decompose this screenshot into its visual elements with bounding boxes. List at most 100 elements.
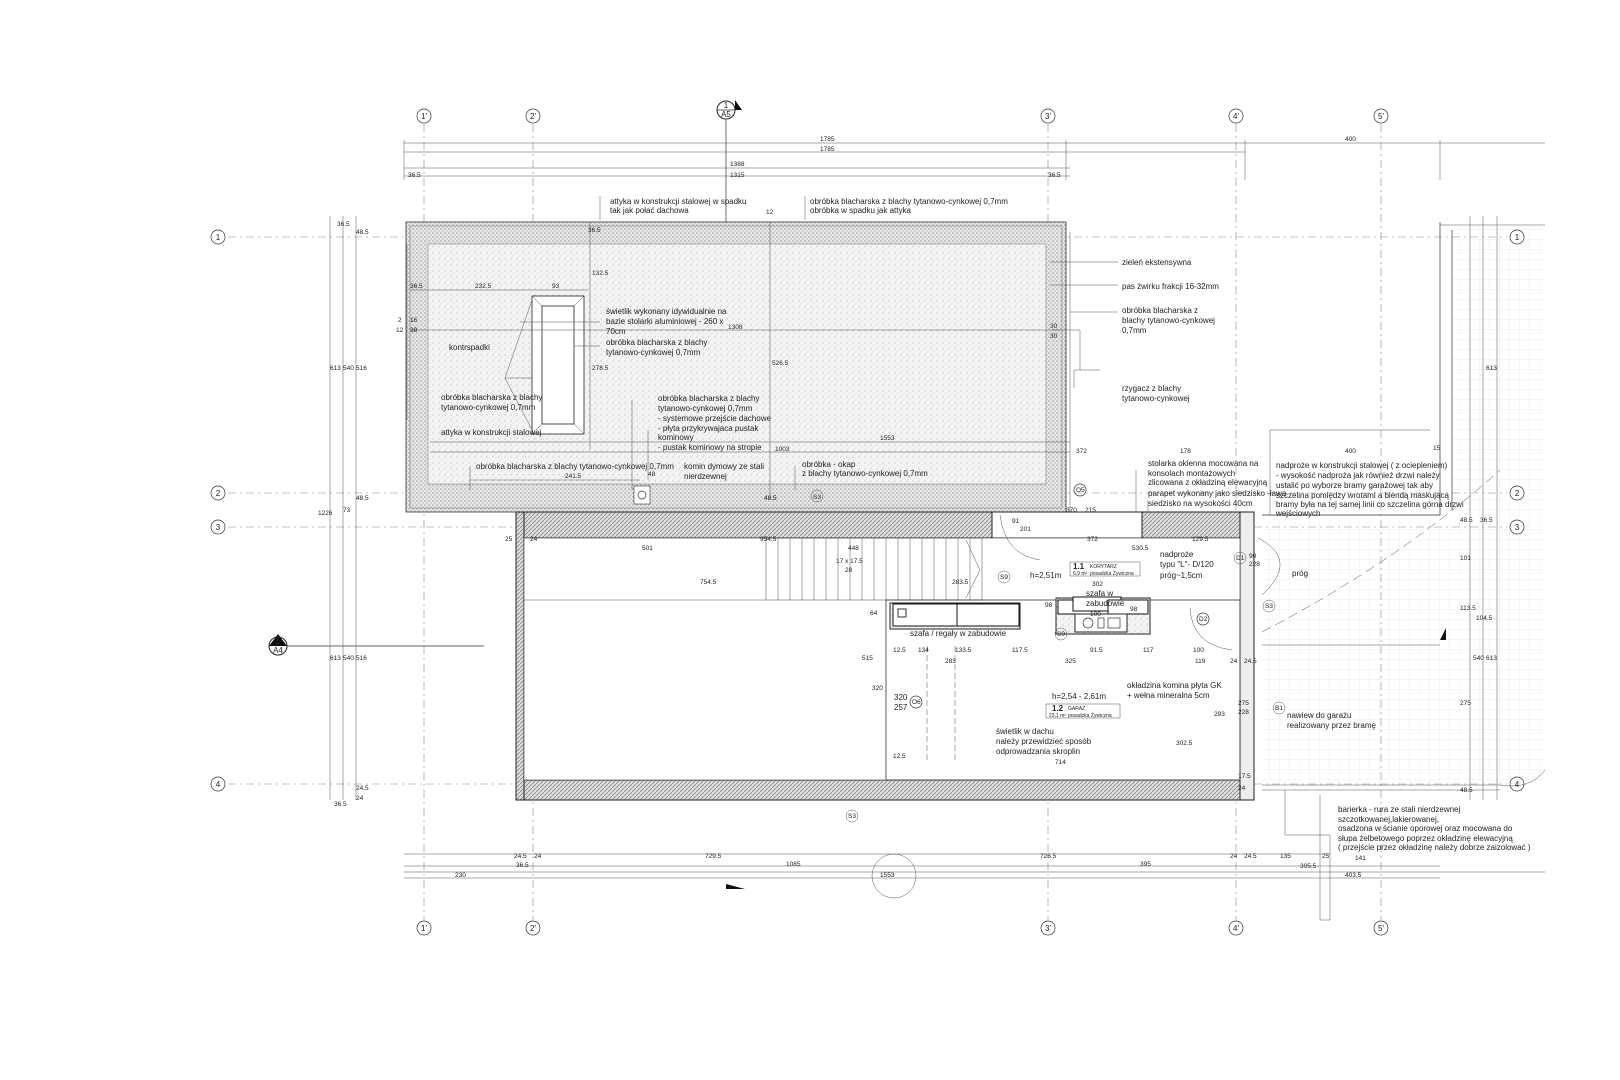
drawing-label: 24 [534,853,542,860]
axis-col-2-top: 2' [525,108,541,124]
drawing-label: h=2,51m [1030,571,1062,580]
drawing-label: 98 [1130,606,1138,613]
stairs [765,537,983,601]
drawing-label: 91.5 [1090,647,1103,654]
marker-circle [1509,519,1525,535]
axis-col-1-bottom: 1' [416,920,432,936]
drawing-label: 613 [330,655,341,662]
drawing-label: KORYTARZ [1090,564,1117,570]
drawing-stroke [735,100,742,110]
drawing-label: B1 [1275,705,1283,712]
room-label-korytarz[interactable]: h=2,51m 1.1 KORYTARZ 6,9 m² posadzka Żyw… [1030,561,1141,580]
drawing-label: 526.5 [772,360,789,367]
drawing-label: 1 [276,637,281,646]
marker-circle [1262,599,1276,613]
drawing-label: 320 [872,685,883,692]
drawing-label: 230 [455,872,466,879]
drawing-label: typu "L"- D/120 [1160,560,1214,569]
drawing-label: 372 [1087,536,1098,543]
marker-circle [810,489,824,503]
marker-circle [1196,612,1210,626]
drawing-label: 1 [724,101,729,110]
drawing-label: 101 [1460,555,1471,562]
drawing-label: należy przewidzieć sposób [996,737,1092,746]
marker-circle [525,108,541,124]
drawing-stroke: D1 [1233,551,1247,565]
drawing-label: 400 [1345,136,1356,143]
drawing-label: 726.5 [1040,853,1057,860]
drawing-label: 3' [1045,112,1051,121]
drawing-label: S3 [1265,603,1273,610]
drawing-label: 12 [396,327,404,334]
drawing-stroke [1097,617,1105,629]
drawing-label: h=2,54 - 2,61m [1052,692,1106,701]
drawing-label: 516 [356,365,367,372]
drawing-label: 1.1 [1073,562,1085,571]
marker-circle [909,695,923,709]
axis-row-2-right: 2 [1509,485,1525,501]
axis-col-5-top: 5' [1373,108,1389,124]
section-marker-left[interactable]: 1 A4 [268,634,484,656]
drawing-stroke [926,646,956,762]
drawing-label: 302 [1092,581,1103,588]
terrain-right [1261,222,1546,921]
drawing-label: 540 [1473,655,1484,662]
drawing-label: zabudowie [1086,599,1125,608]
drawing-stroke [1257,537,1281,596]
drawing-label: 24 [1230,658,1238,665]
drawing-label: 1553 [880,872,895,879]
drawing-label: 15 [1433,445,1441,452]
drawing-label: 48.5 [356,495,369,502]
drawing-label: 1085 [786,861,801,868]
drawing-label: 48.5 [764,495,777,502]
drawing-label: obróbka blacharska z blachy [441,393,542,402]
axis-col-2-bottom: 2' [525,920,541,936]
drawing-stroke [1052,329,1100,388]
drawing-label: 613 [1486,365,1497,372]
drawing-stroke [1045,703,1121,719]
drawing-label: siedzisko na wysokości 40cm [1148,499,1253,508]
drawing-label: 530.5 [1132,545,1149,552]
axis-row-2-left: 2 [210,485,226,501]
marker-circle [1509,776,1525,792]
drawing-label: 515 [862,655,873,662]
drawing-label: z blachy tytanowo-cynkowej 0,7mm [802,469,928,478]
drawing-stroke [892,603,958,627]
drawing-stroke [403,140,1545,879]
drawing-stroke [1262,520,1545,785]
drawing-label: 501 [642,545,653,552]
drawing-label: S9 [1057,631,1065,638]
drawing-label: 613 [330,365,341,372]
drawing-label: 1785 [820,136,835,143]
drawing-label: 119 [1195,658,1206,665]
drawing-label: próg~1,5cm [1160,571,1203,580]
marker-circle [1040,920,1056,936]
axis-col-3-top: 3' [1040,108,1056,124]
axis-row-1-left: 1 [210,229,226,245]
drawing-stroke [504,299,533,431]
drawing-label: 3 [216,523,221,532]
drawing-label: 370 [1066,507,1077,514]
drawing-label: 2 [216,489,221,498]
drawing-stroke [409,225,1063,509]
drawing-label: 134 [918,647,929,654]
drawing-label: 5' [1378,112,1384,121]
drawing-label: + wełna mineralna 5cm [1127,691,1210,700]
drawing-stroke: D2 [1196,612,1210,626]
chimney [633,485,651,505]
drawing-label: 36.5 [408,172,421,179]
drawing-label: tytanowo-cynkowej 0,7mm [606,348,701,357]
drawing-label: 24 [1238,785,1246,792]
drawing-label: 1' [421,112,427,121]
roof-plan: S3 [405,221,1100,513]
drawing-stroke [406,196,1430,515]
drawing-label: bazie stolarki aluminiowej - 260 x [606,317,723,326]
drawing-label: 48.5 [1460,517,1473,524]
room-label-garaz[interactable]: h=2,54 - 2,61m 1.2 GARAŻ 23,1 m² posadzk… [1045,692,1121,719]
marker-circle [210,485,226,501]
drawing-label: wejściowych [1275,509,1320,518]
drawing-stroke [897,608,907,618]
drawing-label: posadzka Żywiczna [1090,570,1134,577]
drawing-stroke [999,514,1041,561]
